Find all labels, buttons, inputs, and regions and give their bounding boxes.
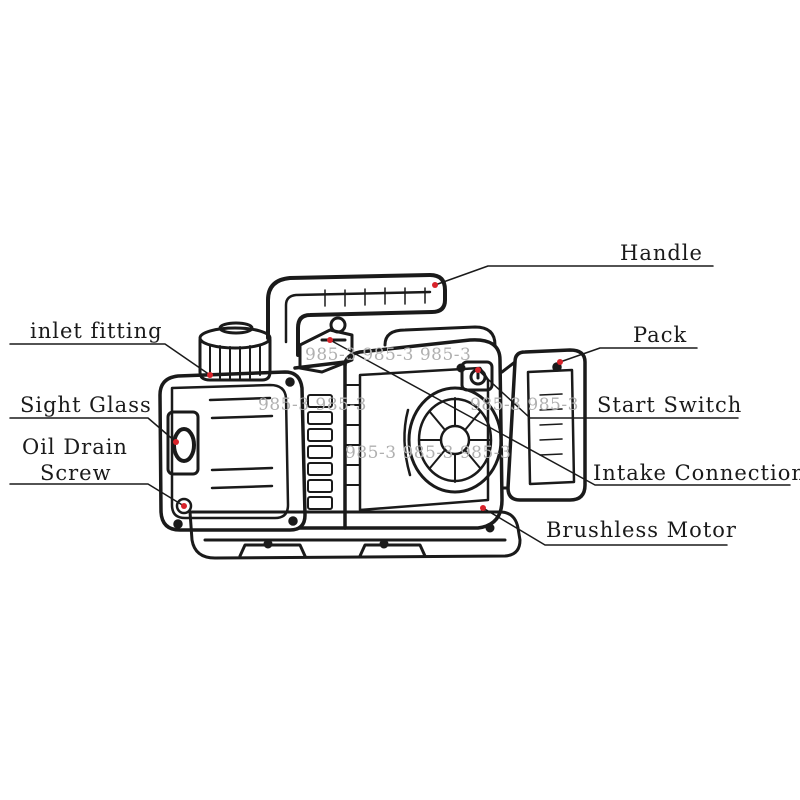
watermark-text: 985-3 985-3 (470, 395, 579, 415)
watermark: 985-3 985-3 985-3 985-3 985-3 985-3 985-… (258, 345, 579, 463)
watermark-text: 985-3 985-3 985-3 (345, 443, 511, 463)
marker-oil-drain (181, 503, 187, 509)
label-handle: Handle (620, 241, 703, 265)
marker-handle (432, 282, 438, 288)
label-intake-connection: Intake Connection (593, 461, 800, 485)
inlet-fitting (198, 321, 272, 382)
marker-start-switch (475, 367, 481, 373)
intake-valve (298, 316, 354, 374)
label-sight-glass: Sight Glass (20, 393, 152, 417)
label-pack: Pack (633, 323, 688, 347)
label-start-switch: Start Switch (597, 393, 743, 417)
pump-end-housing (158, 370, 307, 532)
battery-pack (500, 348, 587, 502)
marker-pack (557, 359, 563, 365)
sight-glass (166, 410, 200, 476)
marker-brushless-motor (480, 505, 486, 511)
label-inlet-fitting: inlet fitting (30, 319, 163, 343)
handle (266, 273, 447, 357)
label-oil-drain-line2: Screw (40, 461, 112, 485)
marker-inlet-fitting (207, 372, 213, 378)
label-brushless-motor: Brushless Motor (546, 518, 737, 542)
watermark-text: 985-3 985-3 985-3 (305, 345, 471, 365)
fan-guard (403, 386, 503, 494)
marker-intake (327, 337, 333, 343)
marker-sight-glass (173, 439, 179, 445)
label-oil-drain-line1: Oil Drain (22, 435, 128, 459)
callout-markers (173, 282, 563, 511)
oil-drain-screw (175, 497, 193, 515)
watermark-text: 985-3 985-3 (258, 395, 367, 415)
leader-lines (9, 265, 791, 546)
